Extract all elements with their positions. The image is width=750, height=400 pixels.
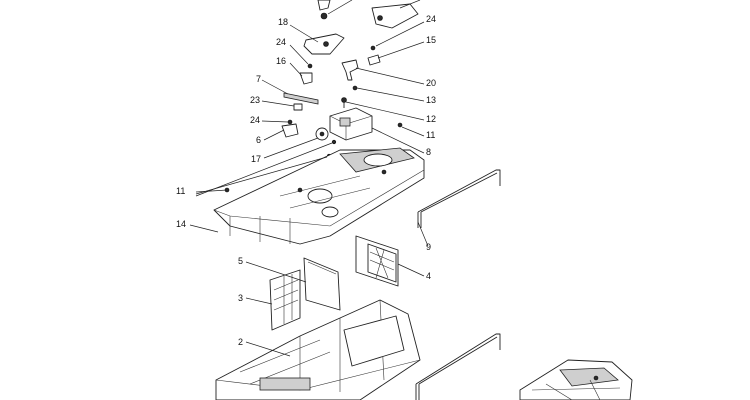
callout-24: 24 (276, 37, 286, 47)
part-24-screw-a (307, 63, 313, 69)
part-3-filter (269, 269, 301, 331)
part-11-screw-b (331, 139, 337, 145)
part-11-screw-right (397, 122, 403, 128)
part-9-frame (417, 169, 501, 228)
part-23-nut (293, 103, 303, 111)
part-16-bracket (299, 72, 313, 85)
leader-lines (189, 21, 429, 357)
callout-3: 3 (238, 293, 243, 303)
part-cover-plate-top (371, 0, 421, 29)
part-20-lever (341, 59, 359, 81)
part-2-lower-housing (215, 299, 421, 400)
callout-12: 12 (426, 114, 436, 124)
callout-2: 2 (238, 337, 243, 347)
callout-18: 18 (278, 17, 288, 27)
part-18-plate (303, 33, 345, 55)
callout-9: 9 (426, 242, 431, 252)
callout-labels: 18 24 24 15 16 20 7 13 23 12 24 11 6 8 1… (176, 14, 436, 347)
callout-4: 4 (426, 271, 431, 281)
part-12-screw (341, 97, 347, 108)
callout-13: 13 (426, 95, 436, 105)
callout-15: 15 (426, 35, 436, 45)
part-5-panel (303, 257, 341, 311)
part-lower-rod (415, 333, 501, 400)
assembled-unit (519, 359, 633, 400)
callout-24: 24 (250, 115, 260, 125)
part-24-screw-c (287, 119, 293, 125)
part-7-rod (283, 92, 319, 105)
part-17-gear (315, 127, 329, 141)
callout-7: 7 (256, 74, 261, 84)
callout-14: 14 (176, 219, 186, 229)
part-24-screw-b (370, 45, 376, 51)
part-4-filter (355, 235, 399, 287)
callout-5: 5 (238, 256, 243, 266)
part-8-housing (329, 107, 373, 141)
callout-23: 23 (250, 95, 260, 105)
callout-24: 24 (426, 14, 436, 24)
callout-8: 8 (426, 147, 431, 157)
callout-6: 6 (256, 135, 261, 145)
callout-16: 16 (276, 56, 286, 66)
part-15-clip (367, 54, 381, 66)
part-14-upper-housing (213, 147, 425, 245)
callout-11: 11 (426, 130, 435, 140)
part-13-screw (352, 85, 358, 91)
part-top-clip (317, 0, 353, 20)
part-6-bracket (281, 123, 299, 138)
callout-11: 11 (176, 186, 185, 196)
callout-17: 17 (251, 154, 261, 164)
callout-20: 20 (426, 78, 436, 88)
